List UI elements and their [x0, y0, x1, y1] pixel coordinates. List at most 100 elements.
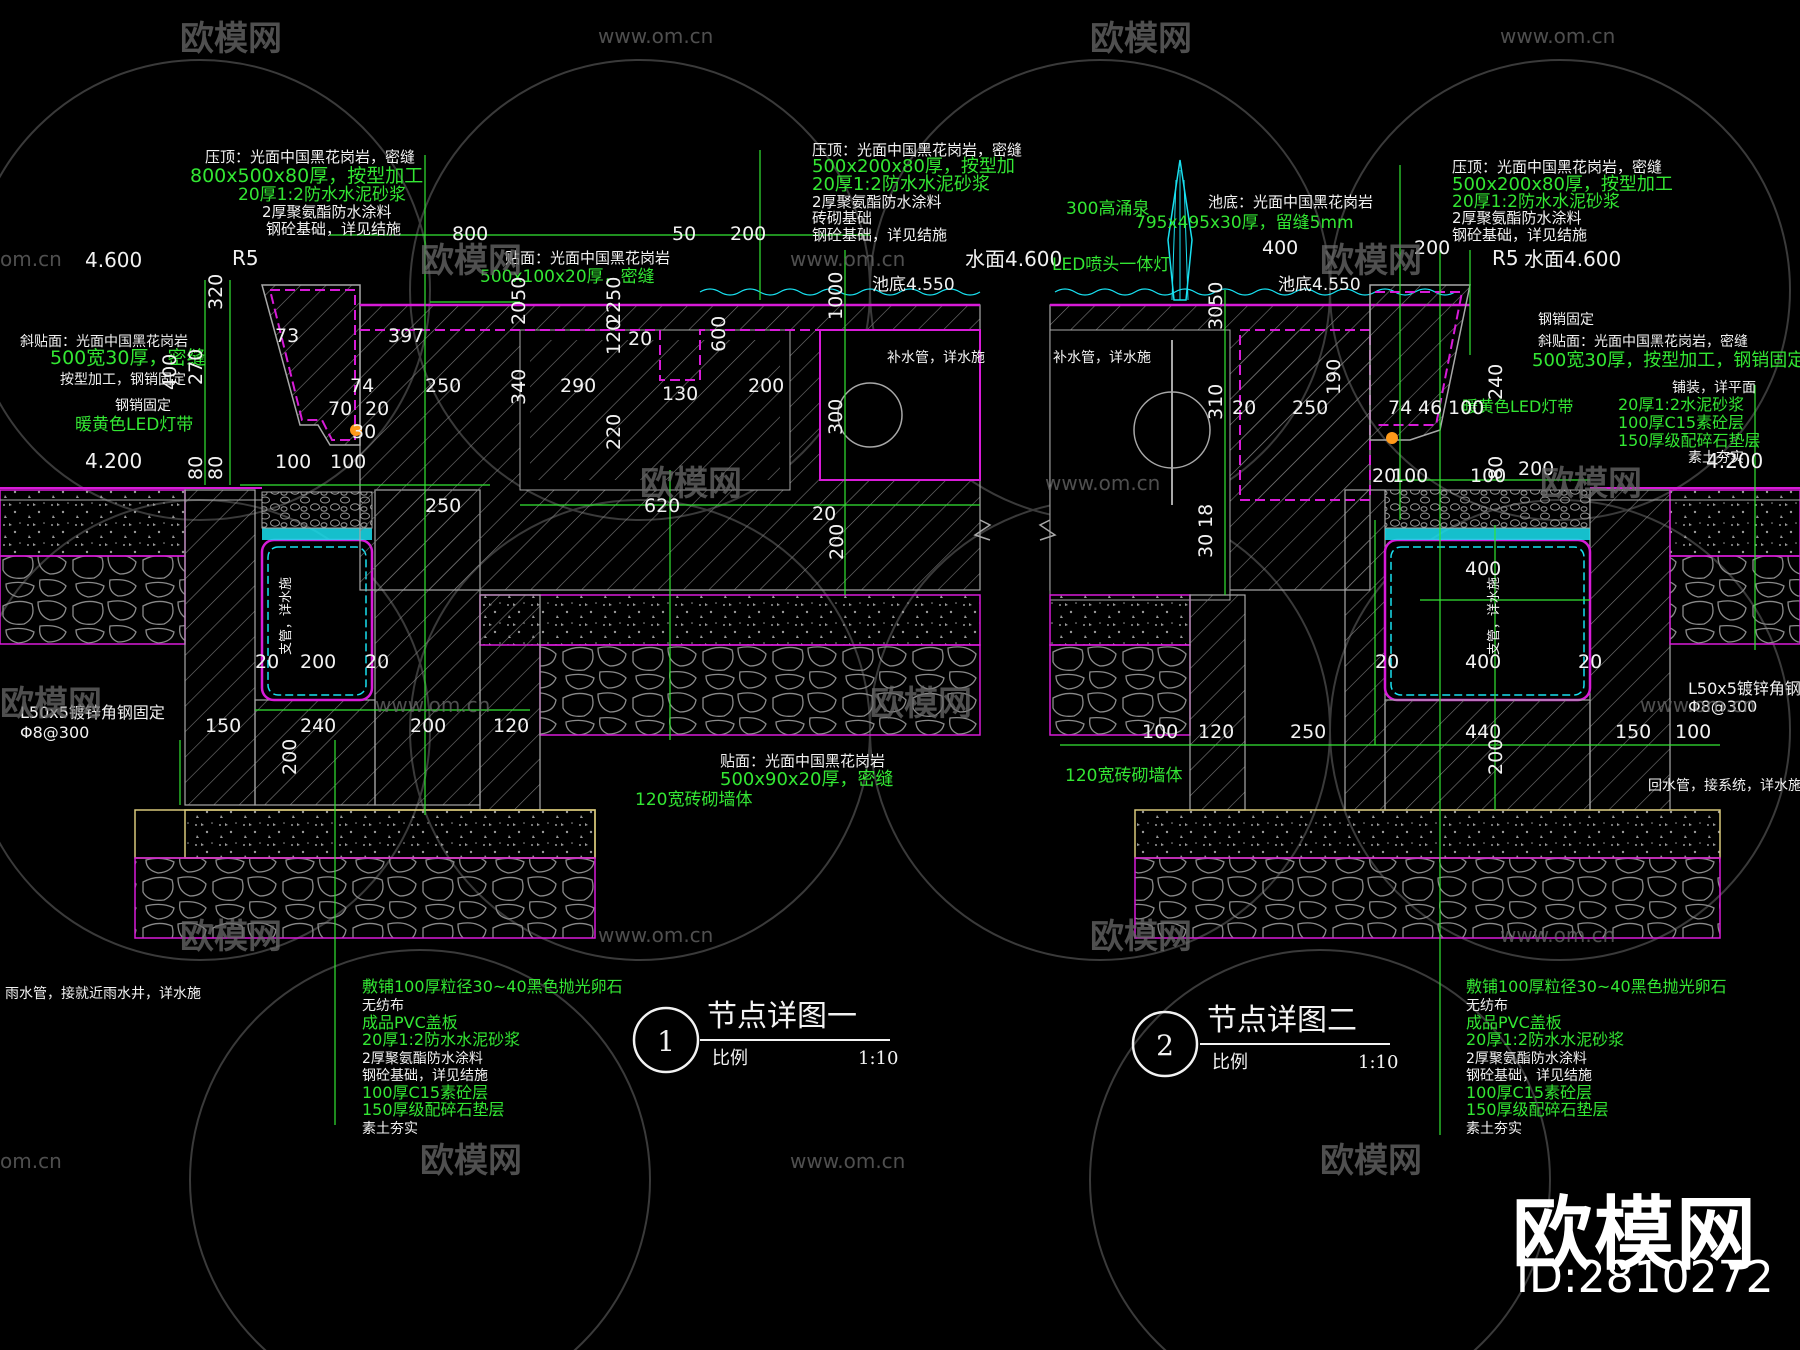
dim-label: 20 [812, 503, 836, 525]
callout-text: 120宽砖砌墙体 [635, 790, 752, 810]
dim-label: 20 [1578, 651, 1602, 673]
dim-label: 200 [300, 651, 336, 673]
dim-label: 250 [1290, 721, 1326, 743]
detail-2-section [1049, 159, 1800, 939]
ground-gravel-left [0, 555, 186, 645]
brick-wall-2 [1189, 594, 1246, 811]
dim-label: 320 [205, 274, 227, 310]
watermark-url: www.om.cn [1045, 471, 1160, 495]
dim-label: 70 [328, 398, 352, 420]
legend-item: 2厚聚氨酯防水涂料 [1466, 1051, 1587, 1067]
dim-label: 80 [205, 456, 227, 480]
dim-label: 800 [452, 223, 488, 245]
watermark-url: www.om.cn [790, 1149, 905, 1173]
detail-2-pool-note: 池底：光面中国黑花岗岩 795x495x30厚，留缝5mm 300高涌泉 LED… [1052, 193, 1502, 655]
dim-label: 20 [255, 651, 279, 673]
dim-label: 130 [662, 383, 698, 405]
legend-item: 素土夯实 [1466, 1121, 1522, 1137]
corner-brand-logo: 欧模网 [1512, 1188, 1758, 1281]
callout-text: 铺装，详平面 [1672, 380, 1756, 396]
callout-text: 压顶：光面中国黑花岗岩，密缝 [812, 141, 1022, 159]
dim-label: 46 [1418, 397, 1442, 419]
legend-item: 100厚C15素砼层 [1466, 1083, 1592, 1102]
dim-label: 120 [493, 715, 529, 737]
watermark-url: www.om.cn [1500, 24, 1615, 48]
dim-label: 200 [410, 715, 446, 737]
legend-item: 钢砼基础，详见结施 [362, 1067, 488, 1084]
pvc-cover [262, 528, 372, 540]
dim-label: 310 [1205, 384, 1227, 420]
watermark-url: www.om.cn [790, 247, 905, 271]
dim-label: 240 [300, 715, 336, 737]
callout-text: 500x100x20厚，密缝 [480, 267, 655, 287]
detail-title: 节点详图二 [1207, 1003, 1357, 1038]
legend-item: 成品PVC盖板 [362, 1013, 458, 1032]
legend-item: 钢砼基础，详见结施 [1466, 1067, 1592, 1084]
level-label: 池底4.550 [872, 275, 955, 295]
callout-text: 500x200x80厚，按型加 [812, 156, 1015, 177]
callout-text: L50x5镀锌角钢固定 [1688, 679, 1800, 698]
makeup-pipe-circle [837, 382, 903, 448]
level-label: 4.200 [1706, 449, 1763, 473]
level-label: 4.200 [85, 449, 142, 473]
callout-text: Φ8@300 [1688, 697, 1757, 716]
break-line-2 [1038, 519, 1057, 541]
legend-item: 无纺布 [1466, 998, 1508, 1014]
scale-label: 比例 [1212, 1052, 1248, 1073]
legend-item: 敷铺100厚粒径30~40黑色抛光卵石 [362, 977, 623, 996]
dim-label: 100 [330, 451, 366, 473]
watermark-brand: 欧模网 [180, 19, 282, 59]
watermark-url: www.om.cn [375, 693, 490, 717]
dim-label: 80 [1485, 456, 1507, 480]
dim-label: 290 [560, 375, 596, 397]
callout-text: 素土夯实 [1688, 450, 1744, 466]
callout-text: 钢砼基础，详见结施 [266, 220, 401, 238]
detail-1-levels: 4.600 4.200 水面4.600 池底4.550 R5 补水管，详水施 支… [85, 246, 1062, 655]
detail-2-lower-notes: L50x5镀锌角钢固定 Φ8@300 回水管，接系统，详水施 120宽砖砌墙体 [1065, 679, 1800, 794]
callout-text: 池底：光面中国黑花岗岩 [1208, 193, 1373, 211]
level-label: 池底4.550 [1278, 275, 1361, 295]
dim-label: 100 [1470, 465, 1506, 487]
footing-gravel-1 [134, 857, 596, 939]
callout-text: 150厚级配碎石垫层 [1618, 431, 1761, 450]
detail-1-legend: 敷铺100厚粒径30~40黑色抛光卵石 无纺布 成品PVC盖板 20厚1:2防水… [362, 977, 623, 1137]
callout-text: L50x5镀锌角钢固定 [20, 703, 165, 722]
pebble-layer [261, 491, 373, 529]
detail-2-title-block: 2 节点详图二 比例 1:10 [1131, 1003, 1398, 1078]
legend-item: 20厚1:2防水水泥砂浆 [362, 1030, 520, 1049]
callout-text: 20厚1:2防水水泥砂浆 [812, 174, 990, 195]
detail-number-circle [1131, 1010, 1199, 1078]
footing-gravel-2 [1134, 857, 1721, 939]
dim-label: 250 [425, 375, 461, 397]
brick-wall-1 [479, 594, 541, 811]
level-label: 水面4.600 [965, 247, 1062, 271]
dim-label: 240 [1485, 364, 1507, 400]
led-strip-2 [1386, 432, 1398, 444]
dim-label: 20 [365, 398, 389, 420]
callout-text: 2厚聚氨酯防水涂料 [262, 203, 392, 221]
legend-item: 敷铺100厚粒径30~40黑色抛光卵石 [1466, 977, 1727, 996]
detail-1-section [0, 284, 981, 939]
callout-text: 钢销固定 [1538, 312, 1594, 328]
watermark-brand: 欧模网 [420, 1141, 522, 1181]
legend-item: 150厚级配碎石垫层 [362, 1100, 505, 1119]
detail-1-inner-note: 贴面：光面中国黑花岗岩 500x100x20厚，密缝 [480, 249, 670, 287]
callout-text: 钢砼基础，详见结施 [812, 226, 947, 244]
dim-label: 300 [825, 399, 847, 435]
callout-text: 2厚聚氨酯防水涂料 [812, 193, 942, 211]
callout-text: 支管，详水施 [279, 577, 294, 655]
dim-label: 400 [1262, 237, 1298, 259]
legend-item: 2厚聚氨酯防水涂料 [362, 1051, 483, 1067]
scale-label: 比例 [712, 1048, 748, 1069]
dim-label: 220 [603, 414, 625, 450]
dim-label: 20 [1232, 397, 1256, 419]
dim-label: 200 [1414, 237, 1450, 259]
callout-text: 按型加工，钢销固定 [60, 372, 186, 388]
watermark-url: www.om.cn [1640, 693, 1755, 717]
legend-item: 成品PVC盖板 [1466, 1013, 1562, 1032]
dim-label: 73 [275, 325, 299, 347]
coping-block [261, 284, 361, 446]
detail-number-circle [632, 1006, 700, 1074]
dim-label: 150 [205, 715, 241, 737]
